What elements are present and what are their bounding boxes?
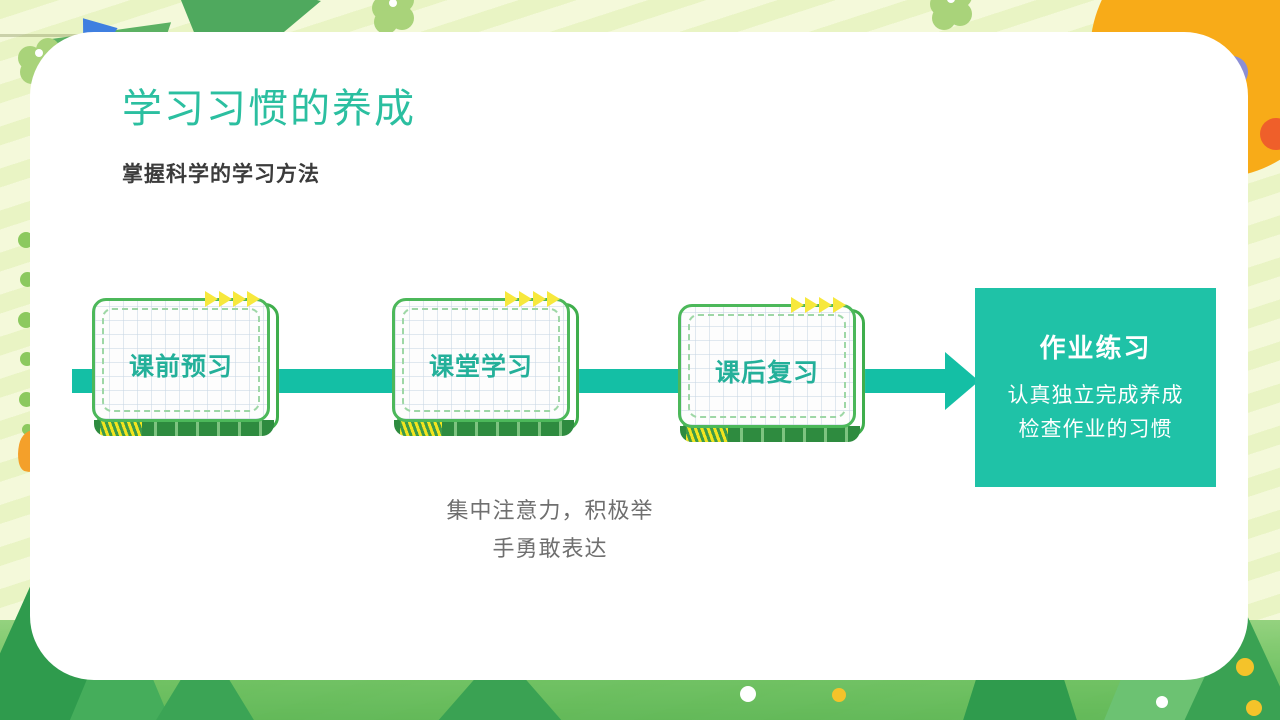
content-card: 学习习惯的养成 掌握科学的学习方法 课前预习 [30, 32, 1248, 680]
outcome-line-1: 认真独立完成养成 [1007, 384, 1184, 407]
dot-white-bottom-2 [1156, 696, 1168, 708]
dot-decor-6 [22, 424, 33, 435]
step-strip-yellow [686, 426, 728, 442]
step-chevron-arrows-icon [505, 291, 560, 307]
step-dashed-border [102, 308, 260, 412]
flow-step-3[interactable]: 课后复习 [678, 297, 865, 442]
dot-yellow-bottom-2 [1246, 700, 1262, 716]
flow-caption-line-1: 集中注意力，积极举 [446, 498, 654, 523]
step-bottom-strip [394, 420, 574, 436]
step-chevron-arrows-icon [791, 297, 846, 313]
flow-arrow-head-icon [945, 352, 979, 410]
step-chevron-arrows-icon [205, 291, 260, 307]
dot-yellow-bottom-1 [1236, 658, 1254, 676]
page-title: 学习习惯的养成 [122, 87, 416, 131]
clover-icon-top [372, 0, 414, 34]
step-body: 课前预习 [92, 298, 270, 422]
dot-white-bottom-3 [740, 686, 756, 702]
clover-icon-right [930, 0, 972, 30]
step-bottom-strip [680, 426, 860, 442]
flow-caption: 集中注意力，积极举 手勇敢表达 [370, 492, 730, 568]
ring-dot-orange [1260, 118, 1280, 150]
dot-yellow-bottom-3 [832, 688, 846, 702]
step-body: 课后复习 [678, 304, 856, 428]
flow-step-1[interactable]: 课前预习 [92, 291, 279, 436]
flow-step-1-label: 课前预习 [128, 353, 233, 381]
outcome-title: 作业练习 [1039, 333, 1152, 363]
flow-step-2[interactable]: 课堂学习 [392, 291, 579, 436]
flow-step-3-label: 课后复习 [714, 359, 819, 387]
page-subtitle: 掌握科学的学习方法 [122, 163, 320, 186]
step-dashed-border [688, 314, 846, 418]
step-body: 课堂学习 [392, 298, 570, 422]
step-dashed-border [402, 308, 560, 412]
outcome-line-2: 检查作业的习惯 [1018, 418, 1173, 441]
step-strip-yellow [100, 420, 142, 436]
flow-caption-line-2: 手勇敢表达 [492, 536, 608, 561]
step-bottom-strip [94, 420, 274, 436]
outcome-panel[interactable]: 作业练习 认真独立完成养成 检查作业的习惯 [975, 288, 1216, 487]
flow-step-2-label: 课堂学习 [428, 353, 533, 381]
step-strip-yellow [400, 420, 442, 436]
